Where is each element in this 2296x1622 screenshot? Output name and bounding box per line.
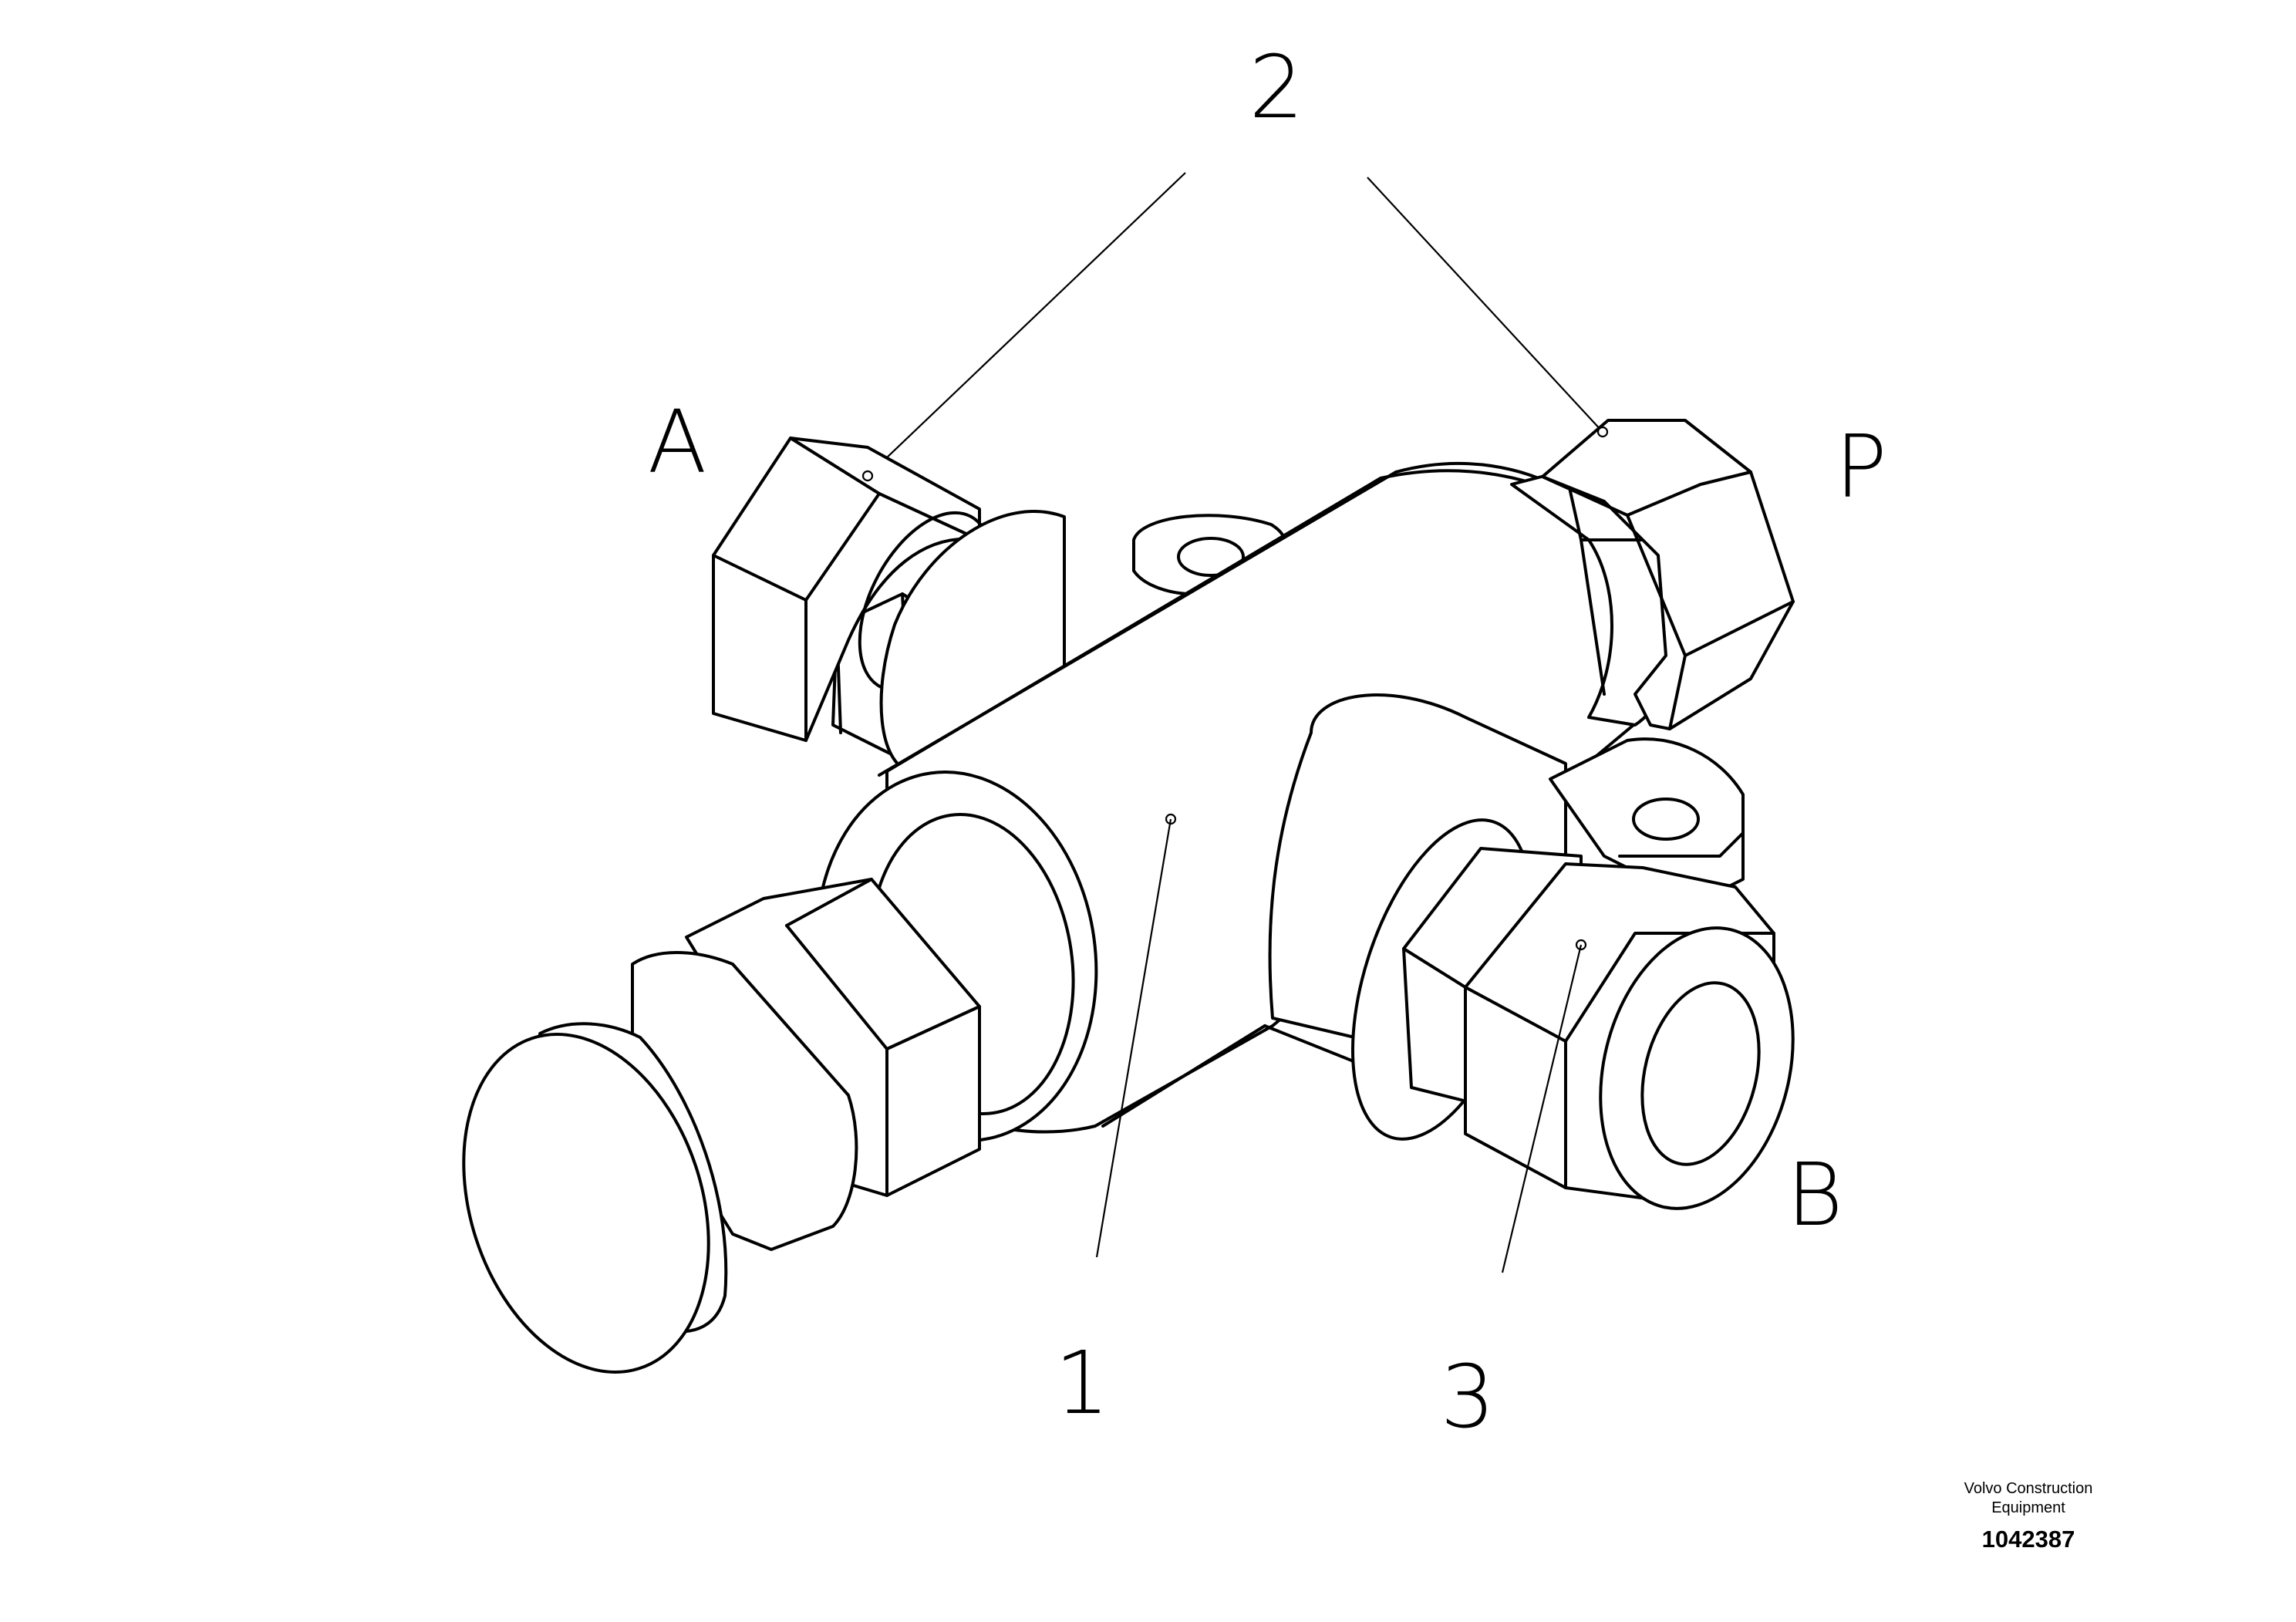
callout-2-label: 2 [1249,38,1303,138]
callout-1-3-leaders [1095,818,1583,1273]
front-mounting-lug [1549,737,1745,904]
company-name-line1: Volvo Construction [1964,1480,2093,1497]
port-b-label: B [1786,1145,1843,1246]
drawing-number: 1042387 [1981,1526,2075,1553]
publisher-credit: Volvo Construction Equipment 1042387 [1905,1479,2152,1553]
port-plug-fitting [462,771,1098,1374]
port-a-label: A [648,393,707,493]
port-p-fitting [1510,419,1795,730]
company-name-line2: Equipment [1991,1499,2065,1516]
port-b-fitting [1350,818,1795,1210]
callout-2-leaders [867,172,1603,477]
port-p-label: P [1835,417,1887,518]
callout-1-label: 1 [1054,1334,1109,1434]
callout-3-label: 3 [1440,1347,1495,1448]
